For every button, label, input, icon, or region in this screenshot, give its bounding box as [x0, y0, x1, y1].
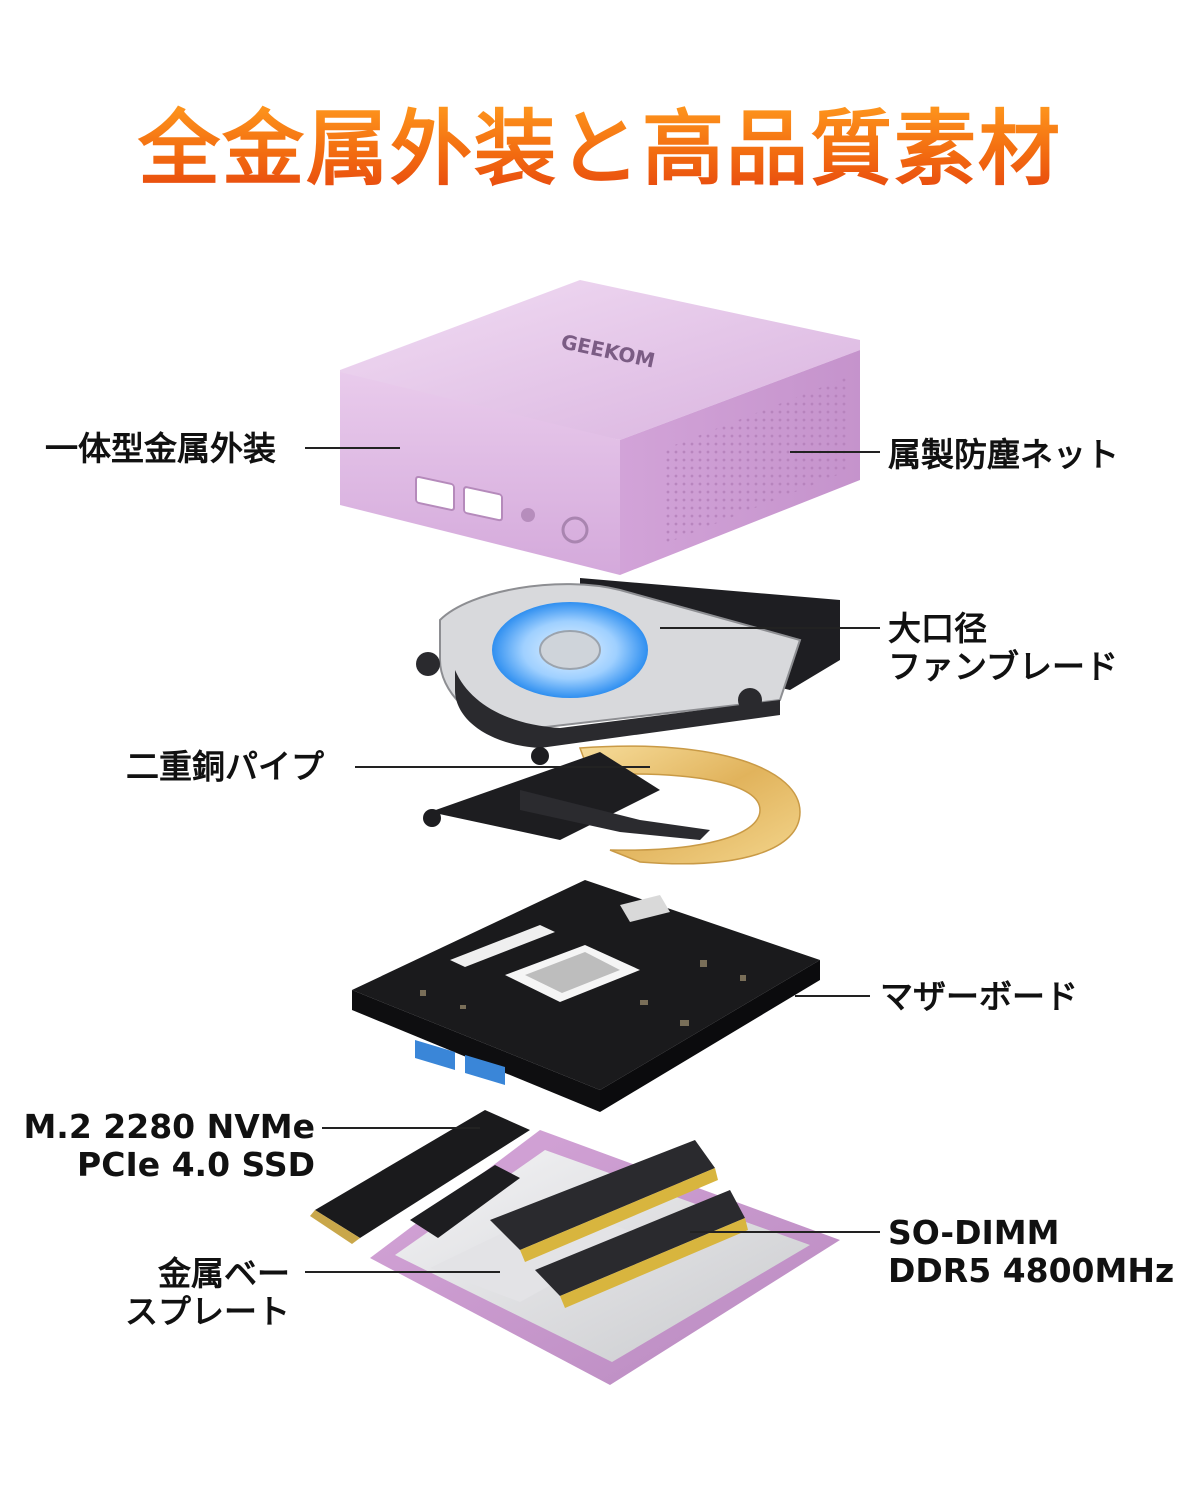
motherboard-illustration — [352, 880, 820, 1112]
label-ssd-line2: PCIe 4.0 SSD — [77, 1145, 315, 1184]
label-fan-line2: ファンブレード — [888, 647, 1119, 686]
label-motherboard: マザーボード — [880, 977, 1078, 1016]
label-base-plate: 金属ベー スプレート — [20, 1255, 290, 1331]
fan-illustration — [416, 578, 840, 748]
label-dust-net: 属製防塵ネット — [888, 435, 1119, 474]
ram-illustration — [490, 1140, 748, 1308]
copper-heatpipe-illustration — [423, 745, 801, 865]
label-ssd-line1: M.2 2280 NVMe — [23, 1107, 315, 1146]
leader-lines — [305, 447, 880, 1273]
label-ram-line1: SO-DIMM — [888, 1213, 1060, 1252]
label-fan-line1: 大口径 — [888, 609, 987, 648]
ssd-illustration — [310, 1110, 530, 1244]
label-base-line1: 金属ベー — [158, 1254, 290, 1293]
label-ssd: M.2 2280 NVMe PCIe 4.0 SSD — [20, 1108, 315, 1184]
label-metal-case: 一体型金属外装 — [45, 429, 276, 468]
label-ram-line2: DDR5 4800MHz — [888, 1251, 1175, 1290]
label-base-line2: スプレート — [125, 1292, 290, 1331]
label-ram: SO-DIMM DDR5 4800MHz — [888, 1214, 1174, 1290]
metal-case-illustration: GEEKOM — [340, 280, 860, 575]
label-fan: 大口径 ファンブレード — [888, 610, 1118, 686]
label-copper-pipe: 二重銅パイプ — [126, 747, 324, 786]
page-title: 全金属外装と高品質素材 — [0, 100, 1200, 200]
